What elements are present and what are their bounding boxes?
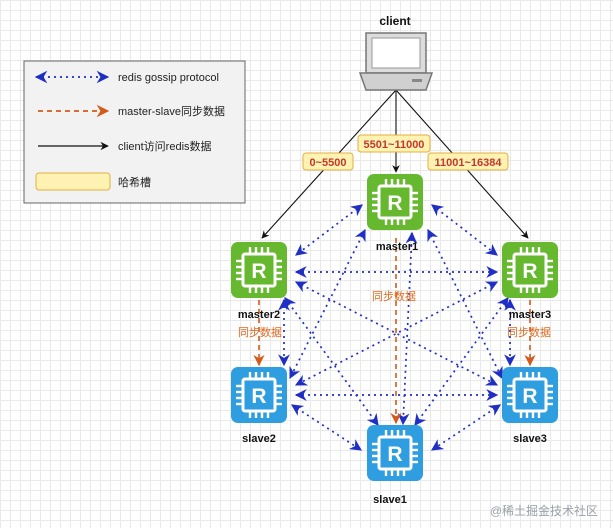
node-label: slave1 <box>373 494 407 506</box>
redis-icon-letter: R <box>387 443 402 466</box>
hash-slot-badge-3: 11001~16384 <box>427 152 509 171</box>
node-label: master1 <box>376 241 418 253</box>
sync-label-master2: 同步数据 <box>238 325 282 339</box>
legend-client-label: client访问redis数据 <box>118 139 212 153</box>
redis-icon-letter: R <box>251 385 266 408</box>
watermark: @稀土掘金技术社区 <box>490 503 598 518</box>
node-slave2: R slave2 <box>231 367 287 445</box>
node-slave3: R slave3 <box>502 367 558 445</box>
node-label: master3 <box>509 309 551 321</box>
hash-slot-badge-1: 0~5500 <box>302 152 354 171</box>
sync-lines <box>253 238 536 425</box>
legend-gossip-label: redis gossip protocol <box>118 72 219 84</box>
gossip-lines <box>278 204 516 451</box>
legend-hash-slot-label: 哈希槽 <box>118 175 151 189</box>
node-label: master2 <box>238 309 280 321</box>
redis-icon-letter: R <box>522 260 537 283</box>
node-label: slave2 <box>242 433 276 445</box>
node-slave1: R slave1 <box>367 425 423 506</box>
hash-slot-badge-2: 5501~11000 <box>357 134 431 153</box>
svg-text:11001~16384: 11001~16384 <box>435 157 503 169</box>
sync-label-master1: 同步数据 <box>372 289 416 303</box>
client-label: client <box>379 14 410 28</box>
legend-hash-slot-swatch <box>35 172 111 191</box>
client-computer-icon <box>358 32 434 91</box>
legend-sync-label: master-slave同步数据 <box>118 104 225 118</box>
node-master1: R master1 <box>367 174 423 253</box>
redis-icon-letter: R <box>387 192 402 215</box>
legend: redis gossip protocol master-slave同步数据 c… <box>23 60 246 204</box>
svg-text:5501~11000: 5501~11000 <box>364 139 425 151</box>
redis-icon-letter: R <box>522 385 537 408</box>
sync-label-master3: 同步数据 <box>507 325 551 339</box>
node-label: slave3 <box>513 433 547 445</box>
node-master3: R master3 <box>502 242 558 321</box>
svg-text:0~5500: 0~5500 <box>309 157 346 169</box>
redis-icon-letter: R <box>251 260 266 283</box>
node-master2: R master2 <box>231 242 287 321</box>
